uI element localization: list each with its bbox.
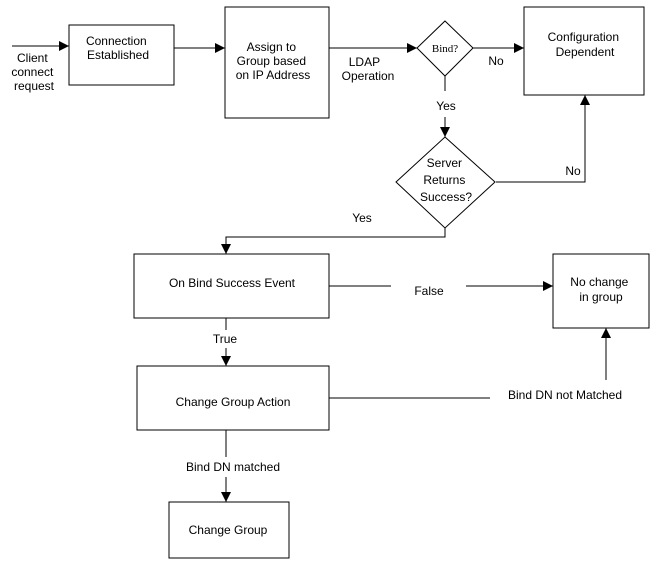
client-request-label: Client connect request bbox=[11, 51, 56, 93]
assign-label-line: Group based bbox=[237, 54, 306, 68]
svg-text:No change in group: No change in group bbox=[570, 275, 631, 304]
true-label: True bbox=[213, 332, 238, 346]
assign-label-line: Assign to bbox=[247, 40, 297, 54]
configuration-dependent-box: Configuration Dependent bbox=[523, 6, 645, 96]
bind-dn-not-matched-label: Bind DN not Matched bbox=[508, 388, 622, 402]
change-group-label: Change Group bbox=[189, 523, 268, 537]
bind-decision: Bind? bbox=[416, 20, 474, 77]
svg-text:Connection Established: Connection Established bbox=[86, 34, 150, 62]
bind-dn-matched-label: Bind DN matched bbox=[186, 460, 280, 474]
svg-text:Client connect req: Client connect request bbox=[11, 51, 56, 93]
client-label-line: Client bbox=[17, 51, 48, 65]
server-no-label: No bbox=[565, 164, 581, 178]
connection-established-box: Connection Established bbox=[68, 24, 175, 86]
connection-label-line: Connection bbox=[86, 34, 147, 48]
ldap-operation-label: LDAP Operation bbox=[342, 55, 395, 83]
edge-server-yes bbox=[221, 228, 446, 254]
bind-decision-label: Bind? bbox=[432, 43, 458, 55]
server-label-line: Success? bbox=[420, 190, 472, 204]
bind-no-label: No bbox=[488, 54, 504, 68]
server-yes-label: Yes bbox=[352, 211, 372, 225]
svg-text:Assign to Group based: Assign to Group based on IP Address bbox=[236, 40, 311, 82]
server-returns-decision: Server Returns Success? bbox=[395, 136, 496, 229]
edge-server-no bbox=[496, 95, 590, 183]
change-group-action-label: Change Group Action bbox=[176, 395, 291, 409]
config-label-line: Dependent bbox=[556, 45, 615, 59]
client-label-line: connect bbox=[11, 65, 54, 79]
server-label-line: Returns bbox=[423, 173, 465, 187]
svg-text:Configuration Dependent: Configuration Dependent bbox=[548, 30, 623, 59]
ldap-label-line: Operation bbox=[342, 69, 395, 83]
config-label-line: Configuration bbox=[548, 30, 619, 44]
client-label-line: request bbox=[14, 79, 55, 93]
change-group-action-box: Change Group Action bbox=[136, 365, 330, 431]
no-change-label-line: in group bbox=[579, 290, 623, 304]
no-change-box: No change in group bbox=[552, 253, 650, 329]
false-label: False bbox=[414, 284, 444, 298]
ldap-label-line: LDAP bbox=[349, 55, 380, 69]
bind-success-event-box: On Bind Success Event bbox=[133, 253, 330, 319]
connection-label-line: Established bbox=[87, 48, 149, 62]
bind-success-event-label: On Bind Success Event bbox=[169, 276, 296, 290]
assign-label-line: on IP Address bbox=[236, 68, 311, 82]
no-change-label-line: No change bbox=[570, 275, 628, 289]
change-group-box: Change Group bbox=[168, 501, 290, 559]
svg-text:Server Returns Suc: Server Returns Success? bbox=[420, 156, 472, 204]
server-label-line: Server bbox=[427, 156, 462, 170]
assign-group-box: Assign to Group based on IP Address bbox=[224, 6, 330, 119]
bind-yes-label: Yes bbox=[436, 99, 456, 113]
